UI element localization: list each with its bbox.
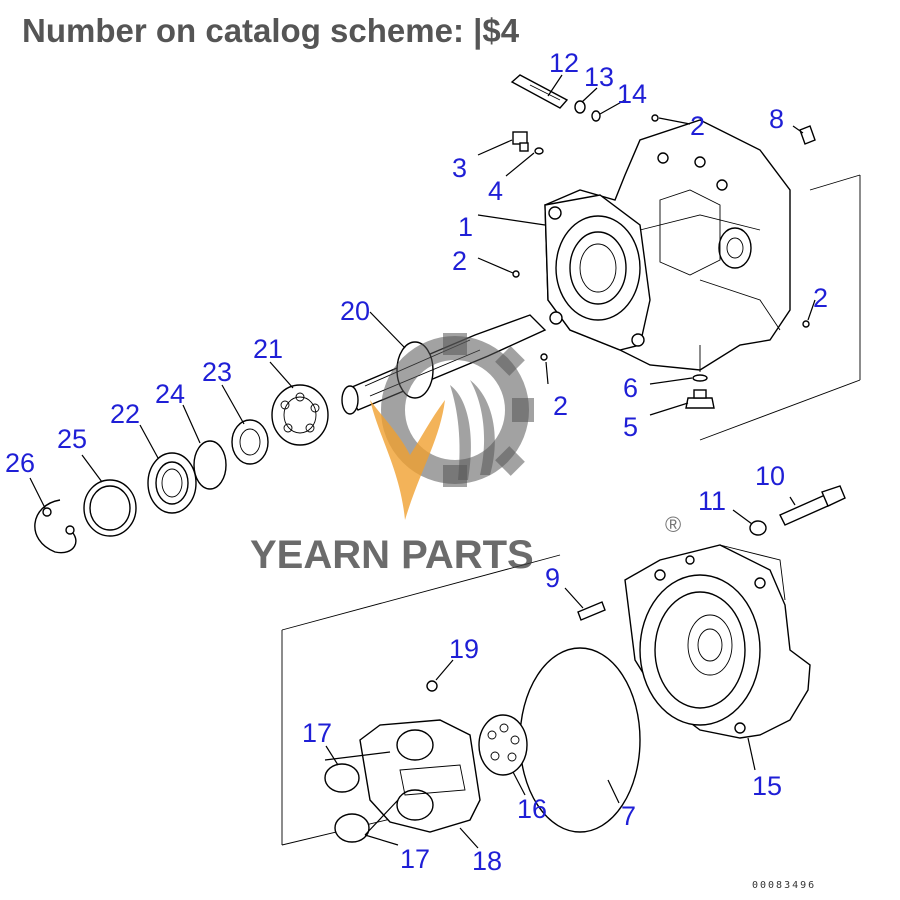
callout-15: 15 [752,771,782,801]
callout-5: 5 [623,412,638,442]
registered-mark: ® [665,512,681,537]
callout-22: 22 [110,399,140,429]
callout-26: 26 [5,448,35,478]
plug-17-lower [334,813,370,843]
callout-21: 21 [253,334,283,364]
snap-ring-25 [83,479,137,537]
end-cover [624,544,811,739]
callout-2-left: 2 [452,246,467,276]
callout-24: 24 [155,379,185,409]
watermark-brand-text: YEARN PARTS [250,533,534,577]
bolt-12 [510,74,569,109]
screw-2-right [802,320,810,328]
screw-2-bottom [540,353,548,361]
callout-7: 7 [621,801,636,831]
plug-3 [512,131,529,152]
leader-lines [29,74,816,849]
callout-2-top: 2 [690,111,705,141]
callout-20: 20 [340,296,370,326]
drawing-code: 00083496 [752,880,816,891]
bearing-21 [271,384,329,446]
washer-14 [591,110,601,122]
plug-17-upper [324,763,360,793]
catalog-scheme-title: Number on catalog scheme: |$4 [22,12,520,49]
pin-8 [799,125,816,145]
snap-ring-26 [34,499,77,554]
washer-11 [749,520,767,536]
callout-2-right: 2 [813,283,828,313]
spacer-23 [231,419,269,465]
callout-1: 1 [458,212,473,242]
callout-8: 8 [769,104,784,134]
callout-17-lower: 17 [400,844,430,874]
plug-5 [685,389,715,409]
callout-11: 11 [698,486,726,516]
callout-labels: 1 2 2 2 2 3 4 5 6 7 8 9 10 11 12 13 14 1… [5,48,828,876]
callout-13: 13 [584,62,614,92]
callout-6: 6 [623,373,638,403]
callout-2-bottom: 2 [553,391,568,421]
upper-assembly-frame [699,174,861,441]
callout-25: 25 [57,424,87,454]
ring-24 [193,440,227,490]
screw-2-left [512,270,520,278]
callout-12: 12 [549,48,579,78]
callout-23: 23 [202,357,232,387]
callout-18: 18 [472,846,502,876]
screw-2-top [651,114,659,122]
callout-3: 3 [452,153,467,183]
callout-16: 16 [517,794,547,824]
callout-10: 10 [755,461,785,491]
o-ring-4 [534,147,544,155]
callout-14: 14 [617,79,647,109]
callout-9: 9 [545,563,560,593]
flame-icon [370,380,495,520]
o-ring-6 [692,374,708,382]
washer-13 [574,100,586,114]
gear-icon [381,333,534,487]
seal-22 [147,452,197,514]
pin-9 [577,601,606,621]
callout-4: 4 [488,176,503,206]
valve-plate-18 [359,719,481,833]
bolt-10 [779,485,846,526]
yearn-parts-logo-watermark: YEARN PARTS ® [250,333,681,577]
pump-housing [544,119,791,371]
callout-17-upper: 17 [302,718,332,748]
callout-19: 19 [449,634,479,664]
cylinder-16 [478,714,528,776]
pin-19 [426,680,438,692]
